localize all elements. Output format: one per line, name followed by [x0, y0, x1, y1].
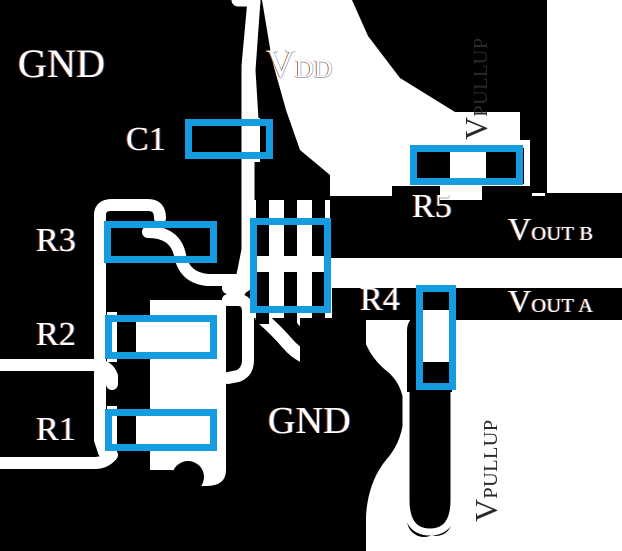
trace-vpullup-halo: [402, 392, 458, 536]
label-r2: R2: [36, 316, 77, 353]
pads-r4: [418, 310, 454, 362]
label-vout-a-main: V: [508, 283, 532, 319]
label-vout-a-sub: OUT A: [531, 295, 594, 317]
highlight-box-r2[interactable]: [105, 315, 217, 359]
highlight-box-r4[interactable]: [416, 285, 456, 390]
label-vout-b-sub: OUT B: [531, 223, 594, 245]
label-vpullup-top-main: V: [458, 116, 494, 140]
label-vdd-sub: DD: [295, 54, 333, 83]
pads-passives-left: [136, 318, 192, 450]
label-vout-b-main: V: [508, 211, 532, 247]
label-vpullup-top-sub: PULLUP: [470, 37, 492, 117]
label-gnd-center: GND: [268, 400, 351, 442]
label-r4: R4: [360, 281, 401, 318]
label-gnd-top-left: GND: [18, 41, 106, 86]
label-r1: R1: [36, 411, 77, 448]
label-vdd-main: V: [266, 41, 296, 86]
label-vpullup-bottom: VPULLUP: [468, 419, 504, 522]
trace-gnd-bottom-left: [0, 359, 118, 469]
highlight-box-ic[interactable]: [250, 218, 331, 313]
label-r5: R5: [412, 188, 453, 225]
label-vdd: VDD: [266, 44, 333, 84]
pads-c1: [244, 118, 260, 162]
label-vout-a: VOUT A: [508, 285, 593, 317]
highlight-box-c1[interactable]: [185, 119, 273, 159]
trace-left-network: [94, 199, 250, 458]
label-r3: R3: [36, 222, 77, 259]
label-vpullup-bottom-main: V: [468, 498, 504, 522]
pour-left-boundary: [300, 318, 404, 551]
label-c1: C1: [126, 121, 167, 158]
label-vout-b: VOUT B: [508, 213, 593, 245]
highlight-box-r1[interactable]: [105, 409, 217, 451]
label-vpullup-bottom-sub: PULLUP: [480, 419, 502, 499]
label-vpullup-top: VPULLUP: [458, 37, 494, 140]
trace-vout-b-band: [330, 179, 622, 258]
highlight-box-r5[interactable]: [410, 145, 523, 185]
highlight-box-r3[interactable]: [104, 221, 217, 263]
